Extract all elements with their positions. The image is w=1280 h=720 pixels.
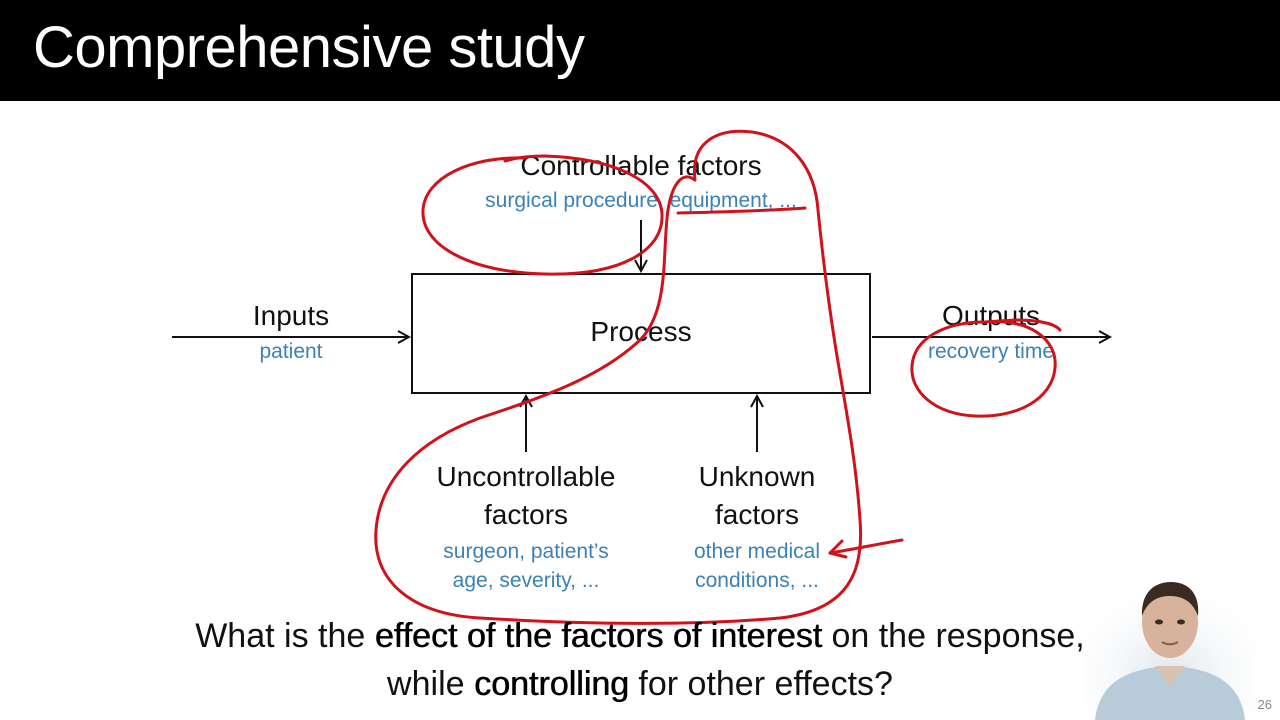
page-number: 26: [1257, 697, 1272, 712]
question-line1-pre: What is the: [195, 617, 375, 655]
annotation-big-loop: [374, 129, 863, 625]
question-line2-post: for other effects?: [628, 665, 893, 703]
uncontrollable-label-line1: Uncontrollable: [436, 461, 616, 492]
annotation-underline-equipment: [676, 206, 807, 215]
question-text: What is the effect of the factors of int…: [0, 612, 1280, 708]
controllable-factors-example: surgical procedure, equipment, ...: [485, 189, 797, 212]
annotation-arrow-unknown: [828, 538, 904, 555]
inputs-label: Inputs: [252, 300, 330, 331]
annotation-circle-controllable: [421, 154, 664, 276]
uncontrollable-example-line2: age, severity, ...: [452, 569, 600, 592]
unknown-example-line1: other medical: [693, 540, 821, 563]
slide-title: Comprehensive study: [33, 15, 585, 80]
unknown-label-line1: Unknown: [698, 461, 816, 492]
question-line2: while controlling for other effects?: [0, 660, 1280, 708]
uncontrollable-label-line2: factors: [483, 499, 569, 530]
annotation-circle-outputs: [910, 318, 1062, 418]
unknown-label-line2: factors: [714, 499, 800, 530]
controllable-factors-label: Controllable factors: [520, 150, 762, 181]
process-box: [411, 273, 871, 394]
unknown-example-line2: conditions, ...: [695, 569, 819, 592]
question-line1-post: on the response,: [822, 617, 1085, 655]
question-line2-emphasis: controlling: [473, 665, 629, 703]
outputs-example: recovery time: [927, 340, 1055, 363]
uncontrollable-example-line1: surgeon, patient’s: [443, 540, 609, 563]
inputs-example: patient: [259, 340, 323, 363]
question-line1: What is the effect of the factors of int…: [0, 612, 1280, 660]
process-label: Process: [590, 316, 692, 347]
title-bar: Comprehensive study: [0, 0, 1280, 101]
question-line1-emphasis: effect of the factors of interest: [374, 617, 823, 655]
presenter-video-thumbnail: [1085, 572, 1255, 720]
question-line2-pre: while: [387, 665, 474, 703]
